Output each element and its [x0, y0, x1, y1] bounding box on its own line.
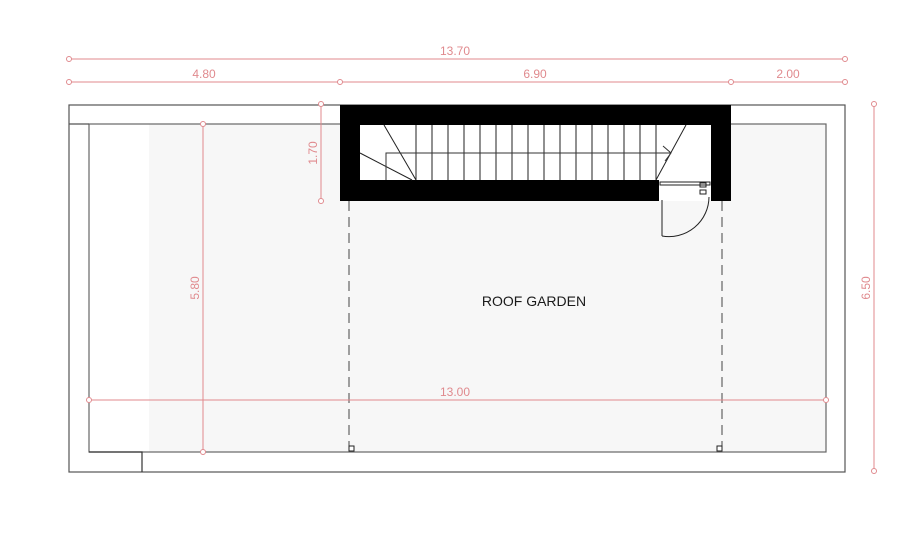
dimension-lines [66, 56, 877, 474]
column-marker-left [348, 445, 355, 452]
corner-notch [89, 451, 143, 472]
dim-segment-middle: 6.90 [523, 67, 547, 81]
dim-overall-depth: 6.50 [859, 276, 873, 300]
dim-segment-left: 4.80 [192, 67, 216, 81]
door [659, 181, 711, 238]
dim-stair-depth: 1.70 [306, 141, 320, 165]
floor-margin-left [89, 124, 149, 452]
column-marker-right [716, 445, 723, 452]
dim-segment-right: 2.00 [776, 67, 800, 81]
room-label: ROOF GARDEN [482, 293, 586, 309]
dim-inner-depth: 5.80 [188, 276, 202, 300]
door-swing-arc [661, 196, 710, 238]
dim-inner-width: 13.00 [440, 385, 470, 399]
stair-direction-arrow-icon [662, 145, 672, 162]
dim-overall-width: 13.70 [440, 44, 470, 58]
stair-walk-line [385, 152, 671, 180]
